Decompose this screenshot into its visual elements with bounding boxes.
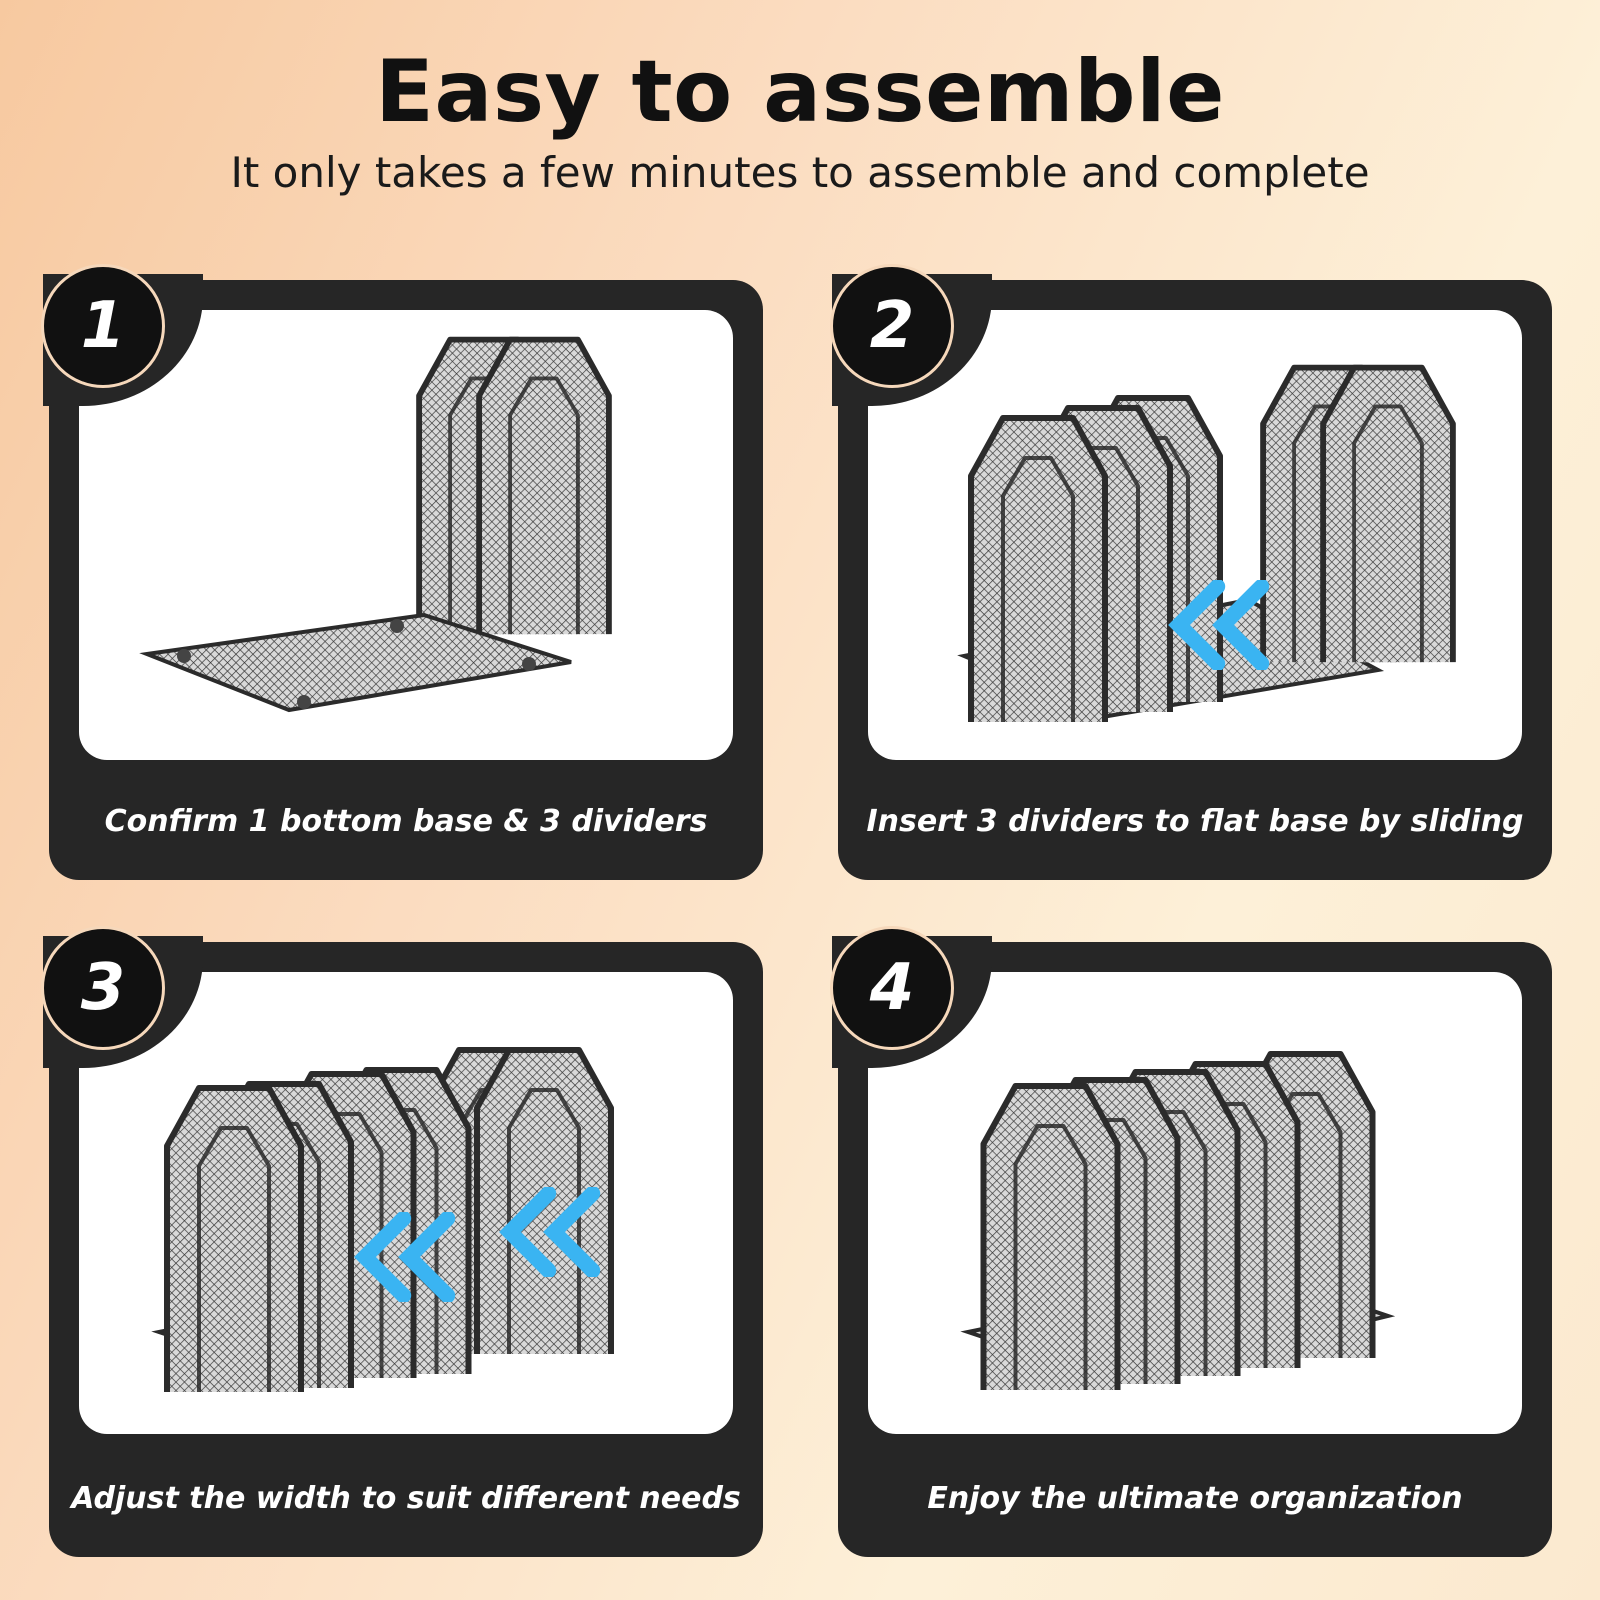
step-card-3: 3 Adjust the width to suit different nee… bbox=[41, 926, 763, 1557]
step-caption-1: Confirm 1 bottom base & 3 dividers bbox=[104, 803, 708, 839]
mesh-divider-icon bbox=[984, 1054, 1373, 1390]
step-card-2: 2 Insert 3 dividers to flat base by slid… bbox=[830, 264, 1552, 880]
step-caption-4: Enjoy the ultimate organization bbox=[927, 1480, 1463, 1516]
step-photo-2 bbox=[868, 310, 1522, 760]
mesh-divider-icon bbox=[971, 368, 1453, 722]
headline: Easy to assemble bbox=[375, 42, 1225, 142]
step-photo-3 bbox=[79, 972, 733, 1434]
step-number-4: 4 bbox=[830, 926, 954, 1050]
step-photo-4 bbox=[868, 972, 1522, 1434]
step-card-4: 4 Enjoy the ultimate organization bbox=[830, 926, 1552, 1557]
step-number-3: 3 bbox=[41, 926, 165, 1050]
step-number-1: 1 bbox=[41, 264, 165, 388]
mesh-divider-icon bbox=[167, 1050, 611, 1392]
step-photo-1 bbox=[79, 310, 733, 760]
subheadline: It only takes a few minutes to assemble … bbox=[230, 148, 1370, 197]
step-caption-2: Insert 3 dividers to flat base by slidin… bbox=[866, 803, 1524, 839]
step-card-1: 1 Confirm 1 bottom base & 3 dividers bbox=[41, 264, 763, 880]
mesh-divider-icon bbox=[419, 340, 609, 635]
mesh-base-icon bbox=[139, 612, 572, 713]
step-number-2: 2 bbox=[830, 264, 954, 388]
step-caption-3: Adjust the width to suit different needs bbox=[71, 1480, 741, 1516]
